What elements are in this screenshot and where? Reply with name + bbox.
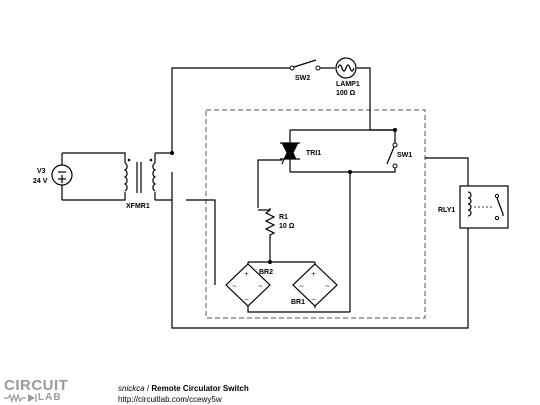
footer: CIRCUIT LAB snickca / Remote Circulator … (0, 375, 540, 405)
sw1-name: SW1 (397, 152, 412, 159)
circuit-title: Remote Circulator Switch (151, 384, 249, 393)
schematic-canvas: V3 24 V XFMR1 SW2 LAMP1 100 Ω TRI1 (33, 57, 509, 329)
tri1-triac: TRI1 (280, 142, 321, 165)
enclosure-box (205, 109, 426, 319)
br1-name: BR1 (291, 299, 305, 306)
v3-name: V3 (37, 168, 46, 175)
junctions (170, 128, 397, 264)
lamp1-lamp: LAMP1 100 Ω (335, 57, 360, 97)
lamp1-name: LAMP1 (336, 81, 360, 88)
wires (61, 67, 469, 329)
br2-bridge: BR2 + − ~ ~ (225, 263, 273, 307)
br1-bridge: BR1 + − ~ ~ (291, 263, 338, 307)
credit-line: snickca / Remote Circulator Switch (118, 384, 249, 394)
tri1-name: TRI1 (306, 150, 321, 157)
sw2-switch: SW2 (289, 59, 321, 82)
r1-name: R1 (279, 214, 288, 221)
lamp1-value: 100 Ω (336, 90, 356, 97)
sw2-name: SW2 (295, 75, 310, 82)
svg-text:~: ~ (299, 283, 304, 290)
logo-text-bottom: LAB (38, 392, 62, 403)
waveform-icon (4, 393, 37, 403)
svg-text:~: ~ (258, 283, 263, 290)
circuitlab-logo: CIRCUIT LAB (4, 378, 116, 404)
rly1-name: RLY1 (438, 207, 455, 214)
svg-text:~: ~ (325, 283, 330, 290)
r1-resistor: R1 10 Ω (264, 208, 295, 236)
svg-text:+: + (244, 271, 249, 278)
svg-text:−: − (244, 296, 249, 303)
author-name: snickca (118, 384, 145, 393)
xfmr1-name: XFMR1 (126, 203, 150, 210)
rly1-relay: RLY1 (438, 185, 509, 229)
svg-text:~: ~ (232, 283, 237, 290)
circuit-url-link[interactable]: http://circuitlab.com/ccewy5w (118, 395, 222, 404)
v3-source: V3 24 V (33, 164, 73, 186)
v3-value: 24 V (33, 178, 48, 185)
sw1-switch: SW1 (386, 142, 412, 169)
svg-text:+: + (311, 271, 316, 278)
xfmr1-transformer: XFMR1 (123, 158, 157, 210)
logo-text-top: CIRCUIT (4, 377, 69, 394)
credit-separator: / (144, 384, 152, 393)
br2-name: BR2 (259, 269, 273, 276)
r1-value: 10 Ω (279, 223, 295, 230)
svg-text:−: − (311, 296, 316, 303)
